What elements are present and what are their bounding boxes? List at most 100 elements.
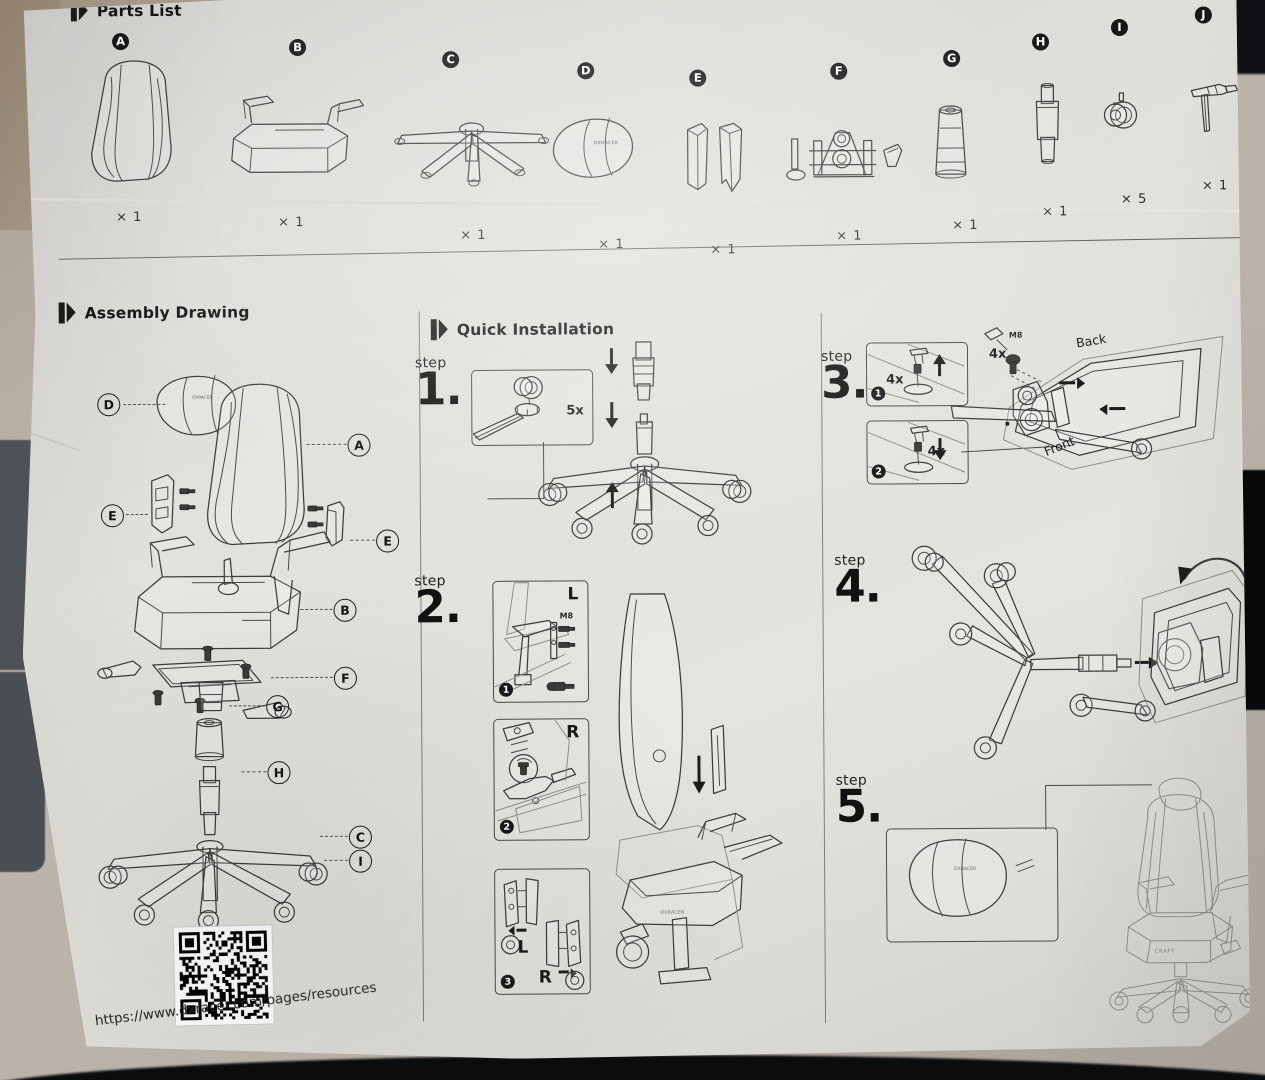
step-3-panel-1-count: 4x <box>886 372 904 388</box>
step-4-art <box>892 536 1253 758</box>
column-divider-2 <box>821 313 827 1023</box>
step-2-panel-1-side: L <box>567 584 579 605</box>
step-1-leader-line <box>487 442 607 513</box>
flag-icon <box>59 302 76 323</box>
part-A-icon <box>77 57 188 186</box>
part-badge-F: F <box>830 63 847 80</box>
part-B-icon <box>215 94 366 187</box>
assembly-callout-E-right: E <box>376 529 399 552</box>
part-badge-E: E <box>689 70 706 87</box>
assembly-callout-B: B <box>333 599 356 622</box>
svg-text:DXRACER: DXRACER <box>192 395 212 400</box>
part-D-icon: DXRACER <box>547 112 639 185</box>
leader-C <box>320 836 348 837</box>
step-3-panel-2-count: 4x <box>927 444 946 460</box>
part-qty-I: × 5 <box>1120 191 1148 208</box>
assembly-callout-I: I <box>349 850 372 873</box>
step-3-number: step 3. <box>821 349 868 402</box>
step-1-number: step 1. <box>415 355 462 408</box>
part-I-icon <box>1101 89 1143 133</box>
step-5-panel-art: DXRACER <box>888 829 1055 938</box>
step-2-chair-side-view: DXRACER <box>600 579 818 1000</box>
leader-G <box>229 705 265 706</box>
step-1-value: 1. <box>415 362 462 416</box>
part-badge-B: B <box>289 39 306 56</box>
quick-installation-header: Quick Installation <box>431 318 615 340</box>
step-3-panel-2-index: 2 <box>872 464 886 478</box>
assembly-callout-D: D <box>97 393 120 416</box>
assembly-callout-H: H <box>267 761 290 784</box>
part-qty-J: × 1 <box>1201 178 1229 194</box>
step-2-value: 2. <box>414 580 462 634</box>
svg-text:DXRACER: DXRACER <box>660 910 685 916</box>
step-1-panel-art <box>473 371 589 442</box>
step-3-count: 4x <box>988 346 1007 362</box>
svg-text:DXRACER: DXRACER <box>954 866 977 872</box>
finished-chair-illustration: CRAFT <box>1102 776 1263 1017</box>
assembly-callout-G: G <box>266 695 289 718</box>
part-badge-G: G <box>943 50 960 67</box>
part-qty-F: × 1 <box>836 228 863 244</box>
part-H-icon <box>1027 81 1068 167</box>
part-badge-D: D <box>577 62 594 79</box>
step-2-panel-1-index: 1 <box>499 683 513 697</box>
part-E-icon <box>680 117 750 193</box>
step-2-panel-3-side-right: R <box>538 967 552 988</box>
assembly-drawing-title: Assembly Drawing <box>84 302 250 322</box>
leader-H <box>241 771 266 772</box>
part-C-icon <box>391 104 551 187</box>
instruction-sheet: Parts List A × 1 B <box>19 0 1250 1062</box>
assembly-callout-E-left: E <box>101 504 124 527</box>
assembly-drawing-header: Assembly Drawing <box>59 301 250 323</box>
exploded-chair-diagram: DXRACER <box>91 363 404 925</box>
step-2-panel-2-index: 2 <box>500 820 514 834</box>
column-divider-1 <box>419 311 425 1021</box>
step-2-panel-3-side-left: L <box>517 937 529 958</box>
step-3-panel-2-art <box>868 422 964 481</box>
leader-B <box>301 609 333 610</box>
part-badge-C: C <box>442 51 459 68</box>
step-3-value: 3. <box>820 355 868 409</box>
assembly-callout-A: A <box>347 434 370 457</box>
step-4-value: 4. <box>834 559 881 613</box>
part-qty-E: × 1 <box>710 242 737 258</box>
step-1-main-art <box>541 341 742 542</box>
step-2-bolt-spec: M8 <box>559 611 574 621</box>
step-2-panel-3-index: 3 <box>501 975 515 989</box>
step-3-bolt-spec: M8 <box>1008 330 1023 340</box>
step-3-mechanism-view <box>951 318 1232 490</box>
step-2-panel-2-art <box>495 720 586 837</box>
part-qty-A: × 1 <box>116 210 143 226</box>
step-3-panel-1-index: 1 <box>871 386 885 400</box>
section-divider <box>58 237 1243 260</box>
step-3-panel-1-art <box>868 344 964 403</box>
assembly-callout-C: C <box>349 826 372 849</box>
step-2-panel-2-side: R <box>566 722 580 743</box>
part-qty-C: × 1 <box>460 227 487 244</box>
part-qty-H: × 1 <box>1042 204 1069 220</box>
step-4-number: step 4. <box>834 552 881 605</box>
quick-installation-title: Quick Installation <box>456 319 615 339</box>
leader-E-right <box>350 540 375 541</box>
step-5-value: 5. <box>835 779 883 833</box>
svg-text:DXRACER: DXRACER <box>594 140 619 146</box>
part-badge-J: J <box>1195 6 1212 23</box>
step-2-number: step 2. <box>414 573 461 626</box>
flag-icon <box>431 319 448 340</box>
paper-crease-corner <box>23 430 80 452</box>
part-J-icon <box>1185 76 1239 138</box>
assembly-callout-F: F <box>334 667 357 690</box>
part-qty-G: × 1 <box>952 217 979 234</box>
part-badge-A: A <box>112 33 129 50</box>
part-F-icon <box>784 116 904 187</box>
part-G-icon <box>927 100 974 182</box>
step-2-panel-3-art <box>496 870 587 991</box>
svg-text:CRAFT: CRAFT <box>1155 949 1175 955</box>
step-2-panel-1-art <box>494 582 585 699</box>
step-5-leader-line <box>1046 779 1166 840</box>
part-qty-B: × 1 <box>278 215 305 231</box>
part-badge-H: H <box>1032 33 1049 50</box>
step-5-number: step 5. <box>836 772 883 825</box>
part-badge-I: I <box>1111 19 1128 36</box>
